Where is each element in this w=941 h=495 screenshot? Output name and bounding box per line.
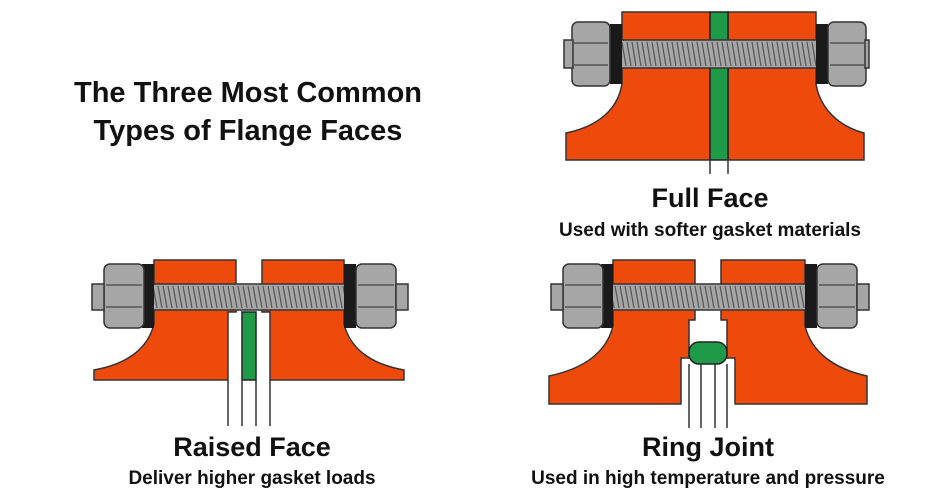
full-face-gasket	[709, 11, 729, 161]
washer	[344, 264, 356, 328]
hex-nut	[103, 263, 145, 329]
bolt-end	[864, 39, 870, 69]
bolt-end	[91, 283, 105, 311]
diagram-description-raised-face: Deliver higher gasket loads	[128, 468, 376, 489]
diagram-name-ring-joint: Ring Joint	[642, 432, 774, 462]
title-line-2: Types of Flange Faces	[93, 115, 403, 147]
washer	[601, 264, 613, 328]
bolt-assembly	[91, 263, 409, 329]
hex-nut	[562, 263, 604, 329]
pipe-bore	[688, 364, 728, 428]
hex-nut	[355, 263, 397, 329]
bolt-assembly	[563, 21, 870, 87]
raised-face-diagram	[91, 259, 409, 426]
washer	[610, 24, 622, 84]
washer	[142, 264, 154, 328]
diagram-name-full-face: Full Face	[651, 183, 769, 213]
bolt-end	[856, 283, 870, 311]
hex-nut	[827, 21, 867, 87]
ring-joint-gasket	[688, 341, 728, 365]
washer	[816, 24, 828, 84]
diagram-description-full-face: Used with softer gasket materials	[559, 220, 861, 241]
washer	[805, 264, 817, 328]
page-title: The Three Most Common Types of Flange Fa…	[38, 74, 458, 150]
diagram-name-raised-face: Raised Face	[173, 432, 331, 462]
bolt-assembly	[550, 263, 870, 329]
diagram-description-ring-joint: Used in high temperature and pressure	[531, 468, 885, 489]
title-line-1: The Three Most Common	[73, 77, 422, 109]
pipe-bore	[709, 160, 729, 174]
ring-joint-diagram	[548, 259, 870, 428]
pipe-bore	[227, 380, 271, 426]
bolt-end	[563, 39, 574, 69]
bolt-end	[395, 283, 409, 311]
hex-nut	[816, 263, 858, 329]
hex-nut	[571, 21, 611, 87]
full-face-diagram	[563, 11, 870, 174]
bolt-end	[550, 283, 564, 311]
raised-face-gasket	[241, 311, 257, 381]
